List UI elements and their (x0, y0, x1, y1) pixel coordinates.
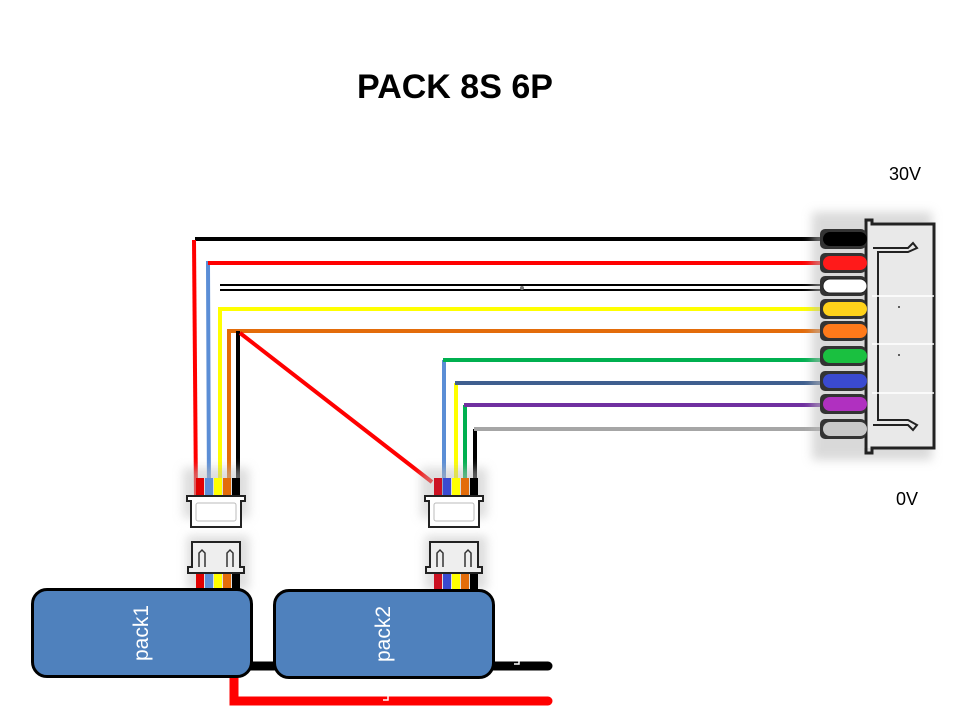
balance-connector-9pin (812, 212, 936, 460)
battery-pack-2: pack2 (273, 589, 495, 679)
connector-wire (470, 478, 478, 498)
connector-wire (232, 574, 240, 590)
connector-housing-outline (864, 218, 936, 455)
wire-yellow-pack1 (218, 307, 832, 500)
wire-red-pack1 (192, 239, 198, 501)
lead-mark-icon (514, 658, 520, 665)
pin-green (823, 349, 867, 363)
connector-wire (223, 478, 231, 498)
connector-wire (461, 478, 469, 498)
wire-junction-dot (520, 286, 524, 290)
connector-wire (223, 574, 231, 590)
pack-label: pack1 (130, 604, 153, 662)
pin-orange (823, 324, 867, 338)
connector-latch-top (873, 241, 919, 432)
connector-wire (232, 478, 240, 498)
pin-red (823, 256, 867, 270)
pack-label: pack2 (372, 605, 395, 663)
connector-wire (443, 478, 451, 498)
pin-white (822, 278, 868, 294)
connector-wire (196, 478, 204, 498)
connector-wire (214, 574, 222, 590)
lead-mark-icon (383, 694, 389, 701)
pack1-connector-pair (183, 468, 249, 590)
battery-pack-1: pack1 (31, 588, 253, 678)
pin-purple (823, 397, 867, 411)
pack1-balance-wires (192, 237, 832, 501)
pin-black (823, 232, 867, 246)
voltage-label-bottom: 0V (896, 489, 919, 509)
connector-wire (461, 574, 469, 590)
pack2-connector-pair (421, 468, 487, 590)
connector-housing-bottom (187, 541, 245, 574)
connector-wire (205, 574, 213, 590)
pin-gray (823, 422, 867, 436)
connector-wire (470, 574, 478, 590)
connector-wire (443, 574, 451, 590)
connector-housing-bottom (425, 541, 483, 574)
connector-wire (205, 478, 213, 498)
pin-yellow (823, 302, 867, 316)
wire-orange-pack1 (227, 329, 832, 500)
pin-blue (823, 374, 867, 388)
connector-wire (196, 574, 204, 590)
connector-wire (214, 478, 222, 498)
diagram-title: PACK 8S 6P (357, 68, 553, 106)
connector-wire (452, 574, 460, 590)
connector-wire (434, 574, 442, 590)
connector-wire (434, 478, 442, 498)
pack2-balance-wires (442, 358, 832, 500)
wire-red-diagonal (238, 331, 434, 484)
connector-wire (452, 478, 460, 498)
voltage-label-top: 30V (889, 164, 922, 184)
main-positive-lead (229, 673, 553, 706)
